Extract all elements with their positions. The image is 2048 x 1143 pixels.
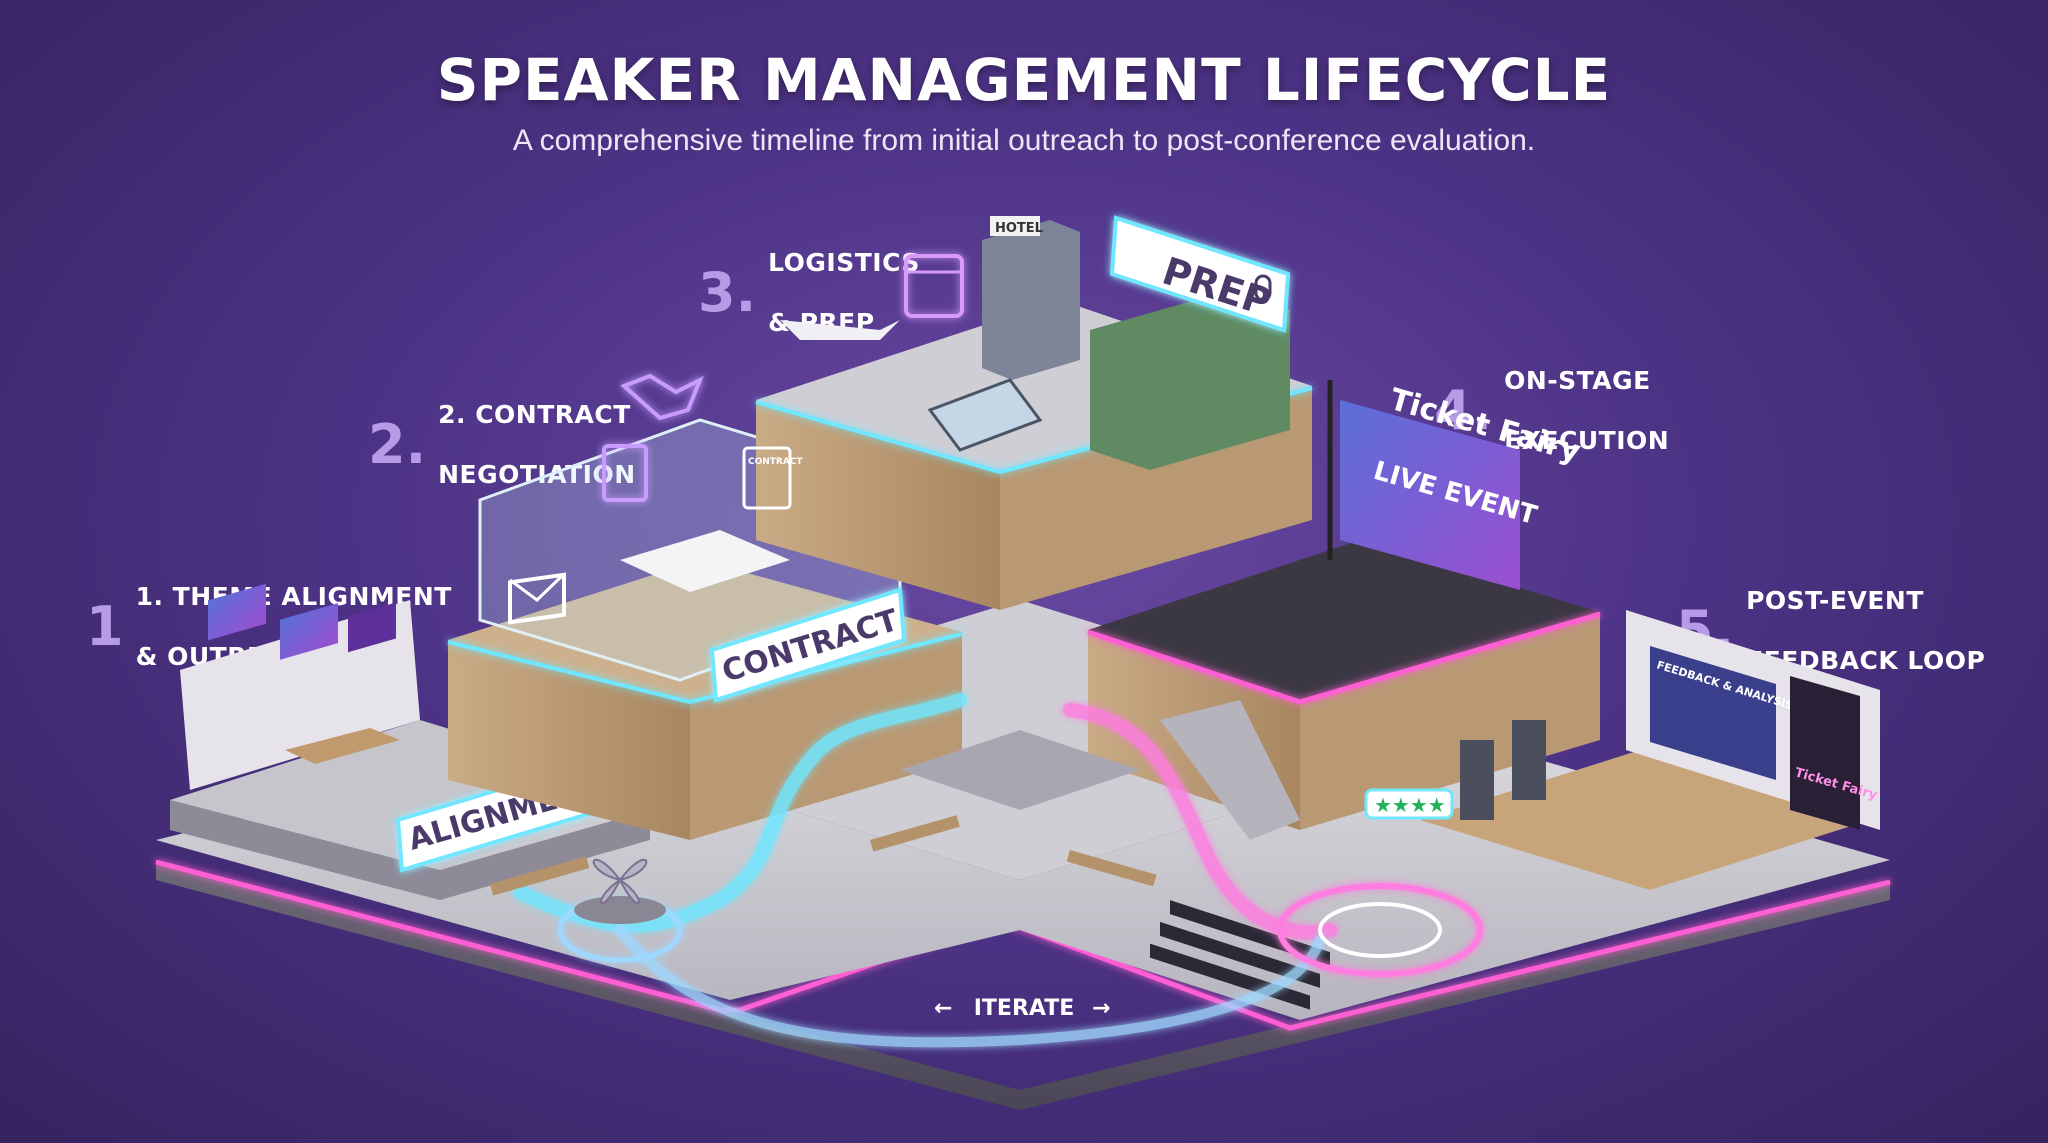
iterate-loop-path [615, 925, 1325, 1048]
prep-room-wall [1090, 290, 1290, 470]
stage-1-monitor-a [208, 583, 266, 641]
document-icon [602, 444, 648, 502]
stage-2-meeting-table [620, 530, 790, 592]
bench-1 [870, 815, 960, 852]
svg-text:★★★★: ★★★★ [1374, 795, 1446, 817]
right-stairs [1160, 700, 1300, 840]
stage-3-line1: LOGISTICS [768, 248, 920, 277]
stage-3-number: 3. [698, 261, 757, 324]
stage-4-line1: ON-STAGE [1504, 366, 1651, 395]
base-left-side [156, 860, 1020, 1110]
stage-4-platform-top [1088, 540, 1600, 700]
blue-flow-path [513, 693, 967, 933]
stage-4-platform-side-r [1300, 612, 1600, 830]
stage-4-number: 4. [1434, 379, 1493, 442]
calendar-icon [904, 254, 964, 318]
airplane-icon [780, 320, 900, 340]
brand-banner [1790, 676, 1860, 830]
stage-4-label: 4. ON-STAGE EXECUTION [1434, 336, 1669, 486]
iterate-right-arrow-icon: → [1092, 996, 1110, 1021]
contract-doc-text: CONTRACT [748, 457, 803, 467]
iterate-left-arrow-icon: ← [934, 996, 952, 1021]
base-right-side [1020, 880, 1890, 1110]
stage-1-platform-side [170, 800, 650, 900]
stage-1-number: 1 [86, 595, 124, 658]
handshake-icon [620, 373, 704, 421]
bench-3 [489, 856, 590, 896]
live-event-screen [1340, 400, 1520, 590]
world-map-kiosk [927, 378, 1043, 452]
contract-document-icon: CONTRACT [742, 446, 803, 510]
star-rating-icon: ★★★★ [1364, 788, 1454, 820]
pink-flow-path [1063, 703, 1337, 940]
feedback-kiosk-a [1460, 740, 1494, 820]
stage-2-platform-top [448, 560, 962, 700]
stage-4-text: ON-STAGE EXECUTION [1504, 336, 1669, 486]
stage-2-platform-side [448, 640, 690, 840]
hotel-sign-text: HOTEL [995, 221, 1043, 236]
microphone-icon [1254, 274, 1272, 302]
bench-2 [1066, 849, 1157, 887]
page-subtitle: A comprehensive timeline from initial ou… [512, 124, 1536, 157]
stage-2-text: 2. CONTRACT NEGOTIATION [438, 370, 636, 520]
stage-2-line1: 2. CONTRACT [438, 400, 631, 429]
feedback-circle-pad-inner [1318, 902, 1442, 958]
feedback-circle-pad [1277, 883, 1483, 977]
stage-1-monitor-c [348, 602, 396, 653]
stage-4-line2: EXECUTION [1504, 426, 1670, 455]
iterate-label: ITERATE [974, 996, 1075, 1021]
stage-2-number: 2. [368, 413, 427, 476]
feedback-analysis-screen [1650, 646, 1776, 780]
brand-sculpture [574, 858, 666, 924]
stage-1-desk [285, 728, 400, 764]
stage-2-label: 2. 2. CONTRACT NEGOTIATION [368, 370, 636, 520]
stage-3-label: 3. LOGISTICS & PREP [698, 218, 920, 368]
stage-1-monitor-b [280, 603, 338, 660]
stage-5-line1: POST-EVENT [1746, 586, 1924, 615]
feedback-kiosk-b [1512, 720, 1546, 800]
stage-4-neon-edge [1087, 611, 1601, 705]
center-stairs [900, 730, 1140, 810]
page-title: SPEAKER MANAGEMENT LIFECYCLE [436, 46, 1612, 114]
stage-2-neon-edge [447, 632, 963, 705]
hotel-building: HOTEL [982, 216, 1080, 380]
envelope-icon [508, 572, 566, 625]
